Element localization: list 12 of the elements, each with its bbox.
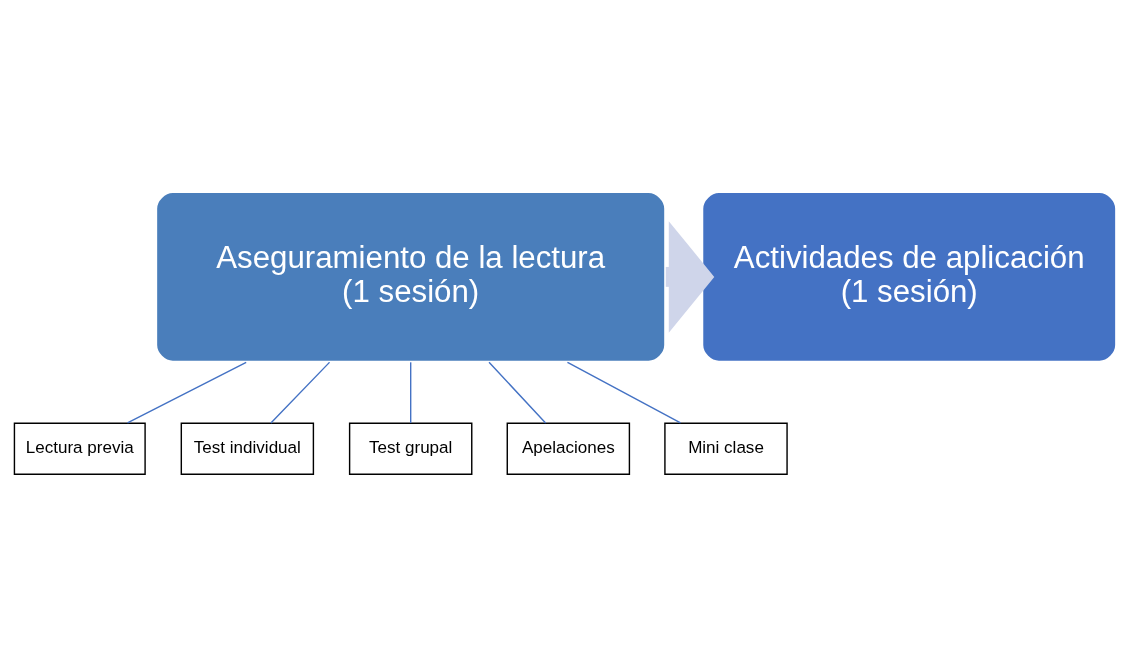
node-box: Apelaciones [506,422,631,476]
node-box: Aseguramiento de la lectura (1 sesión) [154,190,668,364]
connector [126,361,247,424]
node-box: Test individual [180,422,315,476]
connector [566,361,682,424]
node-box: Lectura previa [13,422,146,476]
node-box: Actividades de aplicación (1 sesión) [700,190,1118,364]
node-box: Test grupal [348,422,473,476]
connector [410,361,412,424]
node-box: Mini clase [664,422,788,476]
connector [488,361,547,424]
connector [270,361,331,424]
